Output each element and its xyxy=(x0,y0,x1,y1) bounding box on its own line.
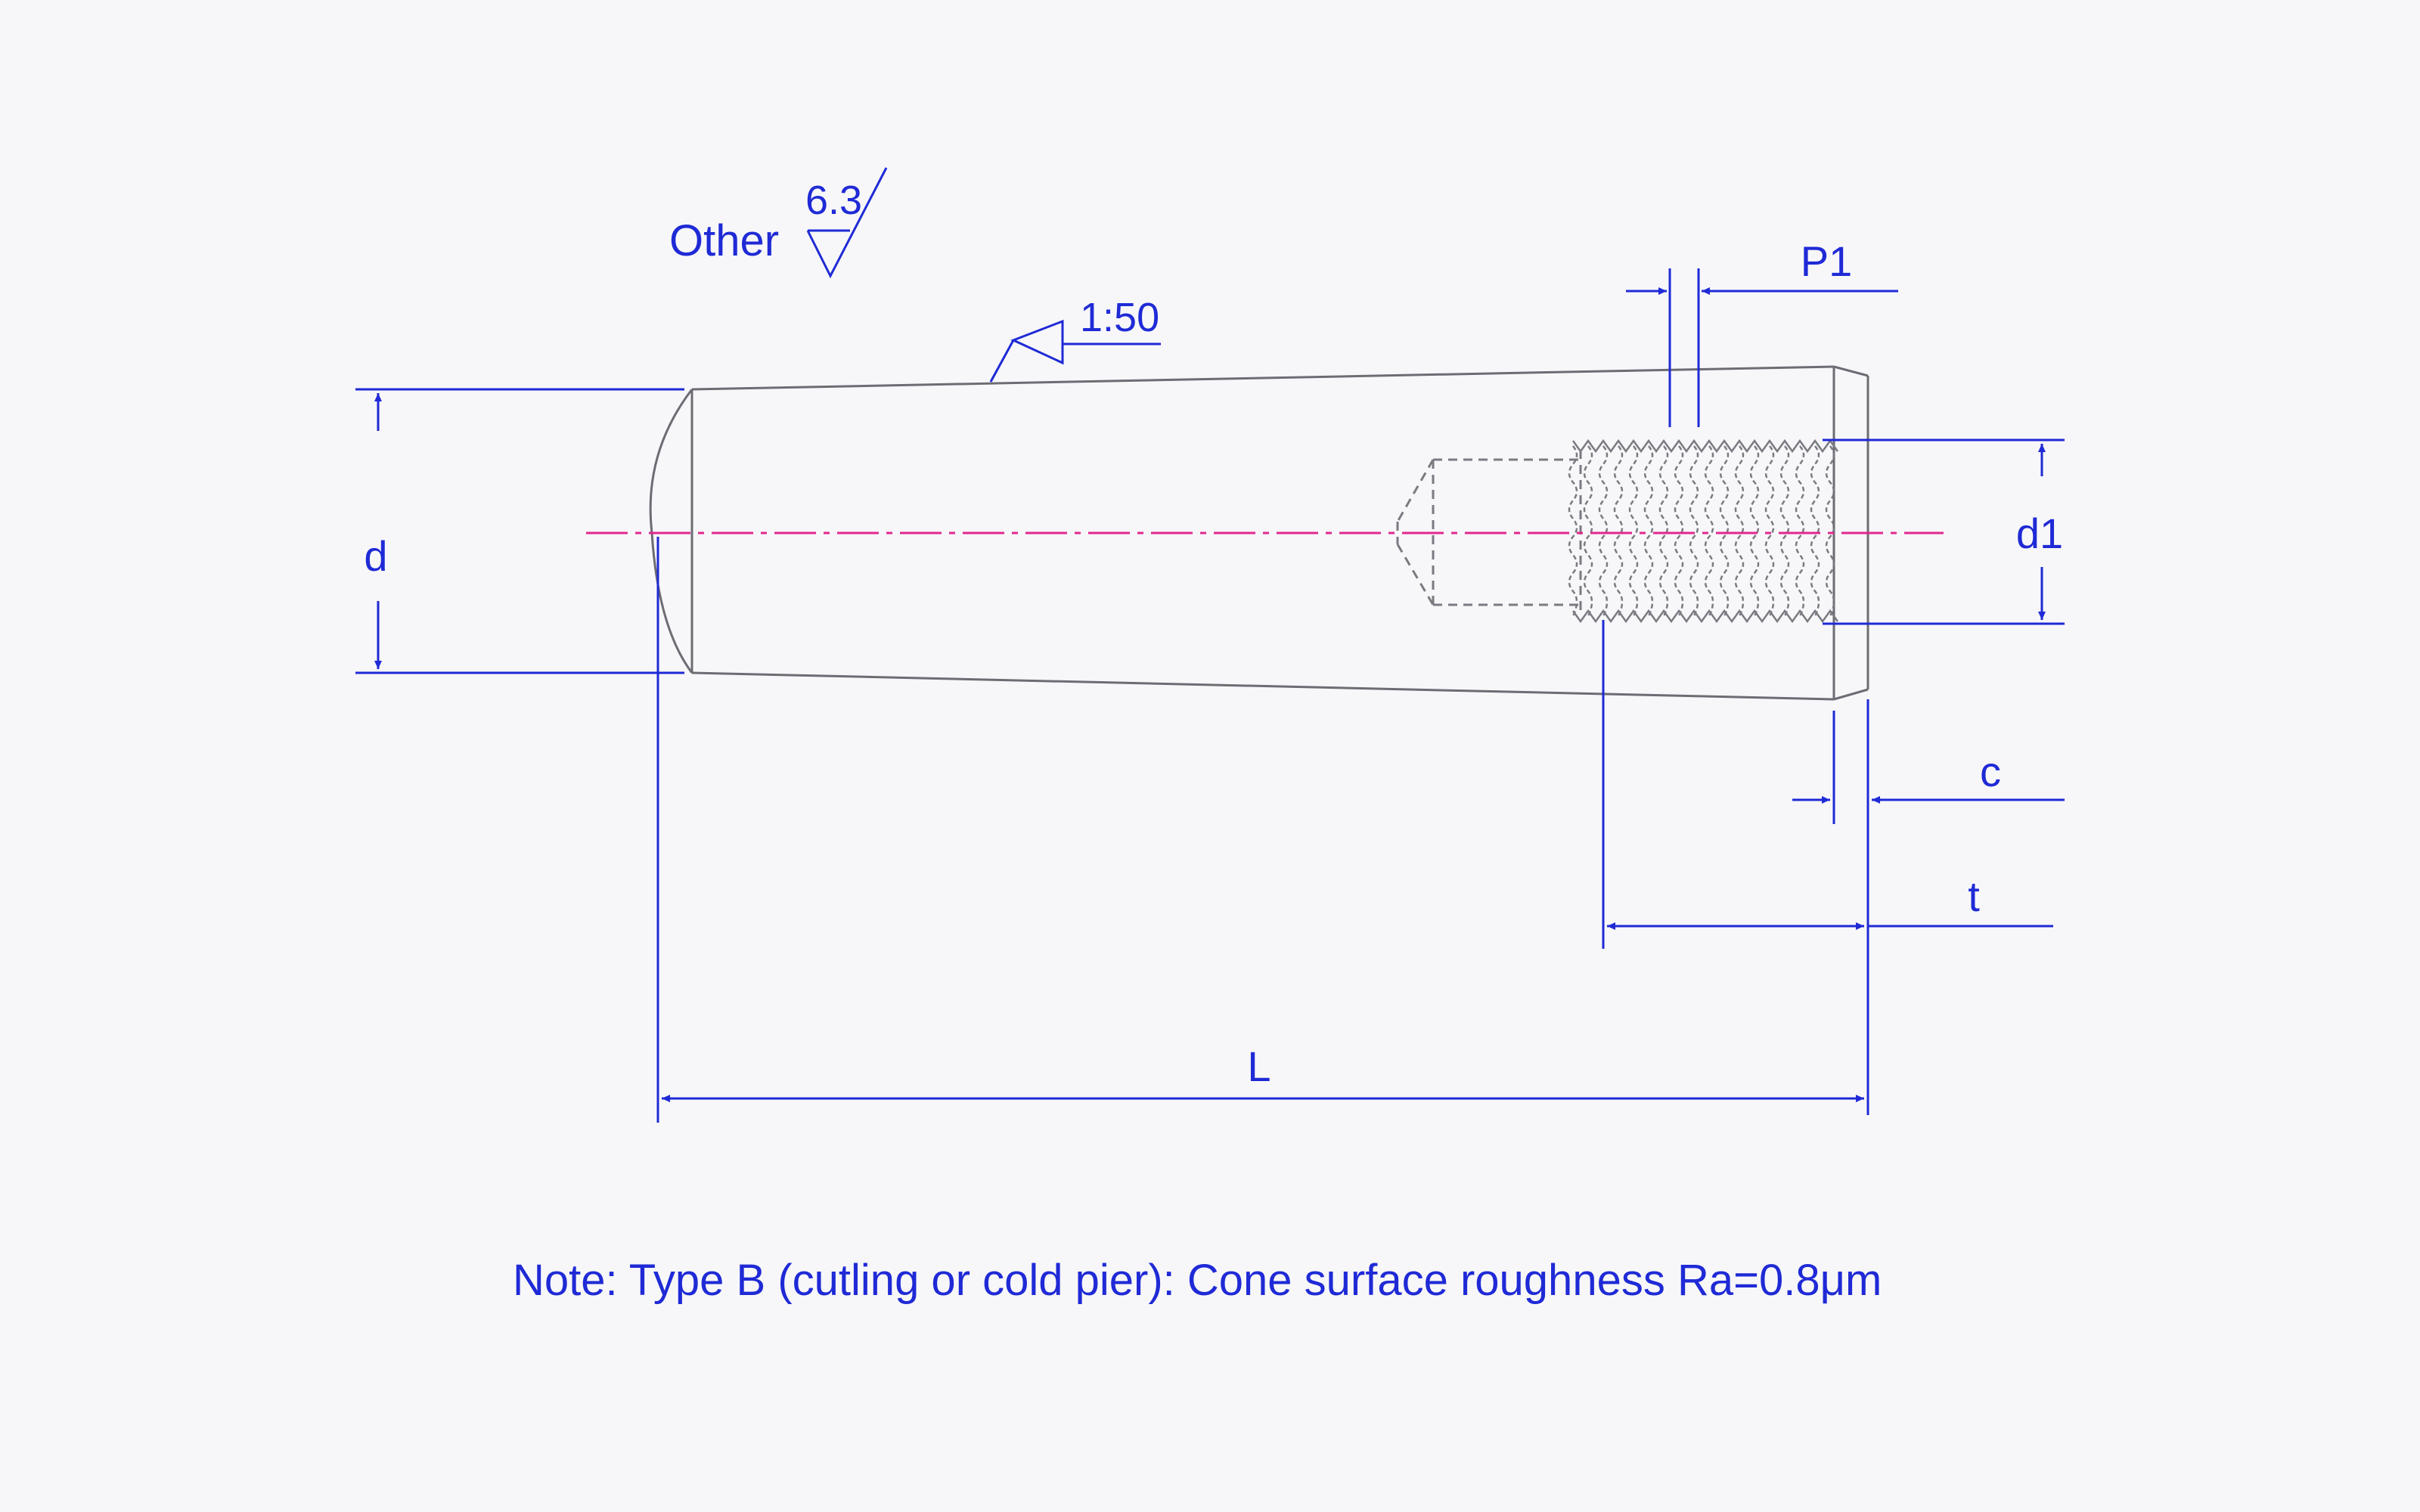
thread-line xyxy=(1628,445,1639,617)
thread-line xyxy=(1795,445,1805,617)
thread-line xyxy=(1779,445,1790,617)
dimension-l xyxy=(656,537,1864,1123)
dimension-d1 xyxy=(1823,438,2065,625)
roughness-prefix-label: Other xyxy=(669,216,779,265)
drawing-note: Note: Type B (cutling or cold pier): Con… xyxy=(513,1256,1882,1305)
thread-line xyxy=(1719,445,1730,617)
taper-ratio-label: 1:50 xyxy=(1080,295,1159,340)
dimension-p1 xyxy=(1626,268,1898,427)
dimension-c xyxy=(1792,699,2065,1115)
roughness-value-label: 6.3 xyxy=(805,178,862,223)
dimension-d xyxy=(355,388,684,674)
dimension-t xyxy=(1602,620,2053,949)
taper-indicator xyxy=(989,319,1161,383)
dimension-t-label: t xyxy=(1968,872,1980,920)
thread-hatching xyxy=(1568,438,1839,624)
thread-line xyxy=(1689,445,1699,617)
thread-line xyxy=(1568,445,1578,617)
thread-line xyxy=(1704,445,1714,617)
thread-crest xyxy=(1571,609,1839,624)
thread-line xyxy=(1810,445,1820,617)
dimension-p1-label: P1 xyxy=(1801,237,1853,285)
thread-line xyxy=(1643,445,1654,617)
dimension-d1-label: d1 xyxy=(2016,510,2063,557)
thread-line xyxy=(1583,445,1593,617)
thread-line xyxy=(1598,445,1609,617)
thread-crest xyxy=(1571,438,1839,454)
dimension-c-label: c xyxy=(1980,748,2001,795)
roughness-check-icon xyxy=(806,167,888,279)
thread-line xyxy=(1734,445,1745,617)
thread-line xyxy=(1613,445,1624,617)
thread-line xyxy=(1658,445,1669,617)
dimension-l-label: L xyxy=(1247,1043,1270,1090)
thread-line xyxy=(1749,445,1760,617)
thread-line xyxy=(1764,445,1775,617)
dimension-d-label: d xyxy=(364,532,387,580)
thread-line xyxy=(1674,445,1684,617)
